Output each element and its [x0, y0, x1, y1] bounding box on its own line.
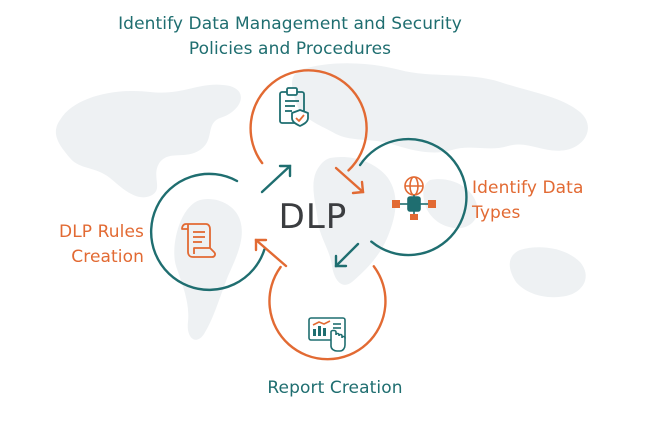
center-title: DLP: [278, 197, 348, 237]
arrow-right-to-bottom: [334, 242, 360, 268]
step-label-line: Creation: [71, 247, 144, 267]
arrow-top-to-right: [334, 166, 365, 195]
report-touch-icon: [308, 317, 346, 352]
arrow-left-to-top: [260, 164, 292, 194]
world-map-background: [55, 63, 588, 340]
step-label-line: Types: [472, 203, 521, 223]
scroll-document-icon: [181, 223, 216, 258]
step-label-report-creation: Report Creation: [210, 376, 460, 401]
bottom-ring-arc: [268, 265, 387, 361]
right-ring-arc: [358, 137, 468, 257]
step-label-identify-data-types: Identify Data Types: [472, 176, 602, 226]
clipboard-shield-icon: [279, 87, 309, 127]
step-label-line: Identify Data Management and Security: [118, 14, 462, 34]
step-label-line: DLP Rules: [59, 222, 144, 242]
step-label-identify-policies: Identify Data Management and Security Po…: [60, 12, 520, 62]
step-label-line: Identify Data: [472, 178, 584, 198]
step-label-line: Policies and Procedures: [188, 39, 392, 59]
arrow-bottom-to-left: [254, 238, 288, 268]
data-network-icon: [392, 176, 436, 220]
step-label-dlp-rules-creation: DLP Rules Creation: [10, 220, 144, 270]
left-ring-arc: [149, 172, 266, 292]
step-label-line: Report Creation: [267, 378, 403, 398]
top-ring-arc: [249, 69, 368, 172]
